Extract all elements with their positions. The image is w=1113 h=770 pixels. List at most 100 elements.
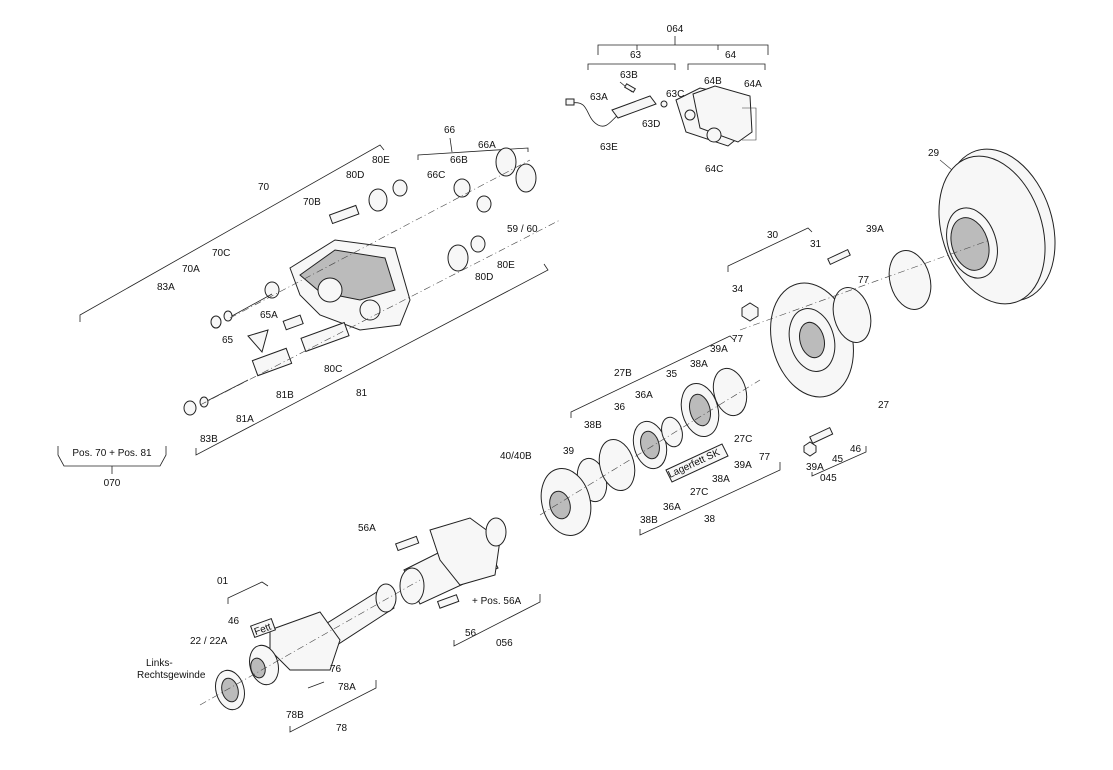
nut-34 bbox=[741, 302, 759, 322]
label-39A-low: 39A bbox=[734, 460, 752, 471]
cap-80E bbox=[392, 179, 408, 197]
label-39A-mid: 39A bbox=[710, 344, 728, 355]
label-070: 070 bbox=[104, 478, 121, 489]
label-045: 045 bbox=[820, 473, 837, 484]
label-56A: 56A bbox=[358, 523, 376, 534]
label-76: 76 bbox=[330, 664, 342, 675]
bearing-group: 77 39A 27B 35 38A 36A 36 38B 39 40/40B L… bbox=[500, 334, 781, 536]
bolt-56 bbox=[436, 594, 460, 609]
bolt-56A bbox=[394, 535, 420, 552]
label-77-low: 77 bbox=[759, 452, 771, 463]
label-39: 39 bbox=[563, 446, 575, 457]
label-77-top: 77 bbox=[858, 275, 870, 286]
label-80E-top: 80E bbox=[372, 155, 390, 166]
label-39A-right: 39A bbox=[806, 462, 824, 473]
pad-spring-64C bbox=[706, 127, 722, 143]
label-63B: 63B bbox=[620, 70, 638, 81]
label-80D-mid: 80D bbox=[475, 272, 493, 283]
label-64B: 64B bbox=[704, 76, 722, 87]
axle-group: 56A + Pos. 56A 56 056 01 Fett 46 22 / 22… bbox=[137, 517, 541, 734]
label-31: 31 bbox=[810, 239, 822, 250]
label-66A: 66A bbox=[478, 140, 496, 151]
label-63E: 63E bbox=[600, 142, 618, 153]
label-38B-mid: 38B bbox=[584, 420, 602, 431]
label-4040B: 40/40B bbox=[500, 451, 532, 462]
label-38A-mid: 38A bbox=[690, 359, 708, 370]
label-38B-low: 38B bbox=[640, 515, 658, 526]
group-070: Pos. 70 + Pos. 81 070 bbox=[57, 446, 167, 489]
label-30: 30 bbox=[767, 230, 779, 241]
label-81: 81 bbox=[356, 388, 368, 399]
boot-80D bbox=[368, 188, 388, 212]
label-70C: 70C bbox=[212, 248, 230, 259]
grease-tube-27C bbox=[665, 443, 729, 483]
label-5960: 59 / 60 bbox=[507, 224, 538, 235]
label-rechts: Rechtsgewinde bbox=[137, 670, 206, 681]
label-80D-top: 80D bbox=[346, 170, 364, 181]
label-63A: 63A bbox=[590, 92, 608, 103]
label-66B: 66B bbox=[450, 155, 468, 166]
hub-group: 30 31 39A 77 34 27 bbox=[727, 224, 991, 411]
bolt-45 bbox=[809, 426, 834, 444]
label-27C-mid: 27C bbox=[734, 434, 752, 445]
label-81B: 81B bbox=[276, 390, 294, 401]
axle-bracket-56 bbox=[429, 517, 501, 586]
label-77-mid: 77 bbox=[732, 334, 744, 345]
label-29: 29 bbox=[928, 148, 940, 159]
label-83A: 83A bbox=[157, 282, 175, 293]
label-65A: 65A bbox=[260, 310, 278, 321]
label-35: 35 bbox=[666, 369, 678, 380]
label-34: 34 bbox=[732, 284, 744, 295]
bolt-31 bbox=[827, 248, 851, 266]
brake-disc-29: 29 bbox=[928, 148, 1056, 305]
abs-ring-39A bbox=[888, 250, 932, 310]
label-63C: 63C bbox=[666, 89, 684, 100]
label-78: 78 bbox=[336, 723, 348, 734]
sensor-plug bbox=[565, 98, 575, 106]
label-39A-top: 39A bbox=[866, 224, 884, 235]
label-56: 56 bbox=[465, 628, 477, 639]
label-81A: 81A bbox=[236, 414, 254, 425]
label-66: 66 bbox=[444, 125, 456, 136]
pos-box-label: Pos. 70 + Pos. 81 bbox=[72, 448, 152, 459]
label-links: Links- bbox=[146, 658, 173, 669]
label-65: 65 bbox=[222, 335, 234, 346]
label-38: 38 bbox=[704, 514, 716, 525]
label-46-right: 46 bbox=[850, 444, 862, 455]
label-27: 27 bbox=[878, 400, 890, 411]
label-45: 45 bbox=[832, 454, 844, 465]
sleeve-70B bbox=[328, 204, 360, 225]
label-80C: 80C bbox=[324, 364, 342, 375]
brake-pad-64A bbox=[692, 85, 753, 143]
group-045: 46 45 39A 045 bbox=[803, 426, 867, 484]
label-78A: 78A bbox=[338, 682, 356, 693]
label-2222A: 22 / 22A bbox=[190, 636, 228, 647]
boot-80D-mid bbox=[447, 244, 469, 272]
label-70A: 70A bbox=[182, 264, 200, 275]
label-01: 01 bbox=[217, 576, 229, 587]
label-80E-mid: 80E bbox=[497, 260, 515, 271]
caliper-group: 66 66A 66B 66C 80E 80D 70 70B 59 / 60 80… bbox=[79, 125, 561, 456]
pin-78A bbox=[307, 681, 325, 689]
label-70B: 70B bbox=[303, 197, 321, 208]
boot-66A bbox=[495, 147, 517, 177]
label-63: 63 bbox=[630, 50, 642, 61]
label-36A-mid: 36A bbox=[635, 390, 653, 401]
cap-65 bbox=[247, 329, 269, 354]
label-46-low: 46 bbox=[228, 616, 240, 627]
label-38A-low: 38A bbox=[712, 474, 730, 485]
label-pos56A: + Pos. 56A bbox=[472, 596, 522, 607]
label-36: 36 bbox=[614, 402, 626, 413]
label-63D: 63D bbox=[642, 119, 660, 130]
wear-sensor-cable bbox=[571, 102, 623, 127]
label-70: 70 bbox=[258, 182, 270, 193]
sleeve-81B bbox=[251, 347, 293, 377]
label-78B: 78B bbox=[286, 710, 304, 721]
sensor-bracket-63A bbox=[611, 95, 657, 119]
axle-end-bracket bbox=[269, 611, 341, 671]
label-64: 64 bbox=[725, 50, 737, 61]
label-27C-low: 27C bbox=[690, 487, 708, 498]
clip-63C bbox=[660, 100, 668, 108]
pin-63B bbox=[623, 83, 637, 93]
label-27B: 27B bbox=[614, 368, 632, 379]
